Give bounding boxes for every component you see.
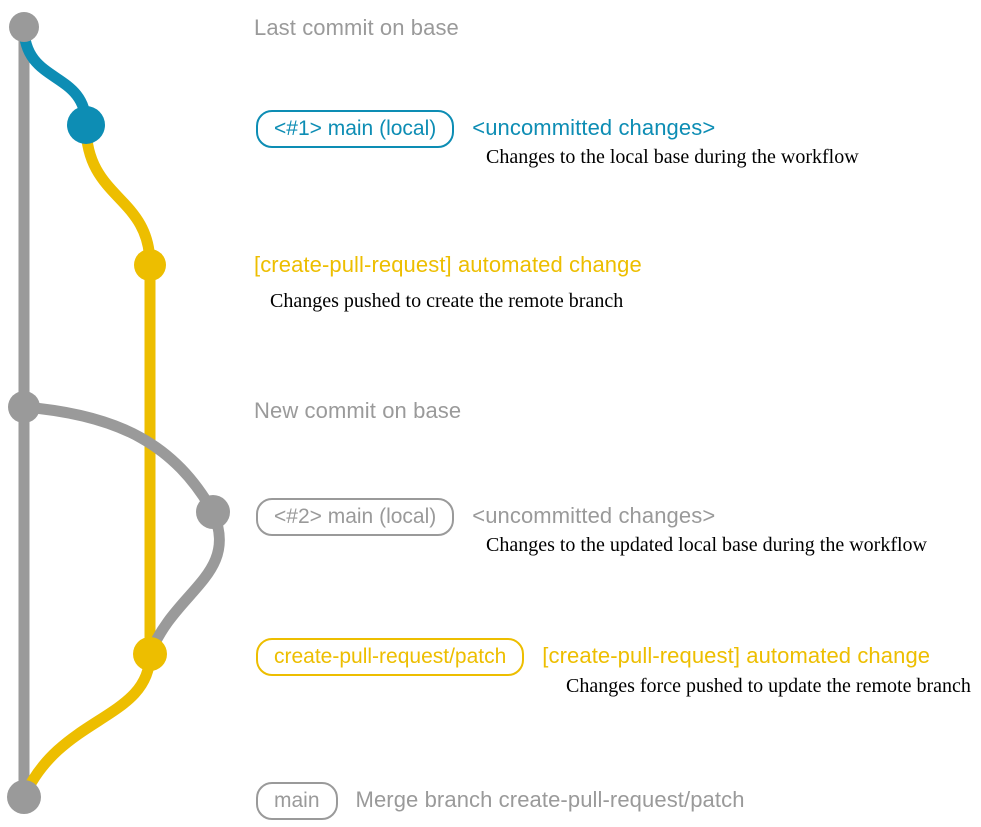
base-note-label: Last commit on base	[254, 15, 459, 40]
row-last-commit-on-base: Last commit on base	[254, 15, 459, 41]
commit-subject-merge: Merge branch create-pull-request/patch	[355, 787, 745, 812]
node-base-new[interactable]	[8, 391, 40, 423]
node-patch-2[interactable]	[133, 637, 167, 671]
commit-subject-local-2: <uncommitted changes>	[472, 503, 716, 528]
edge-local1-to-patch	[80, 119, 156, 660]
row-merge: main Merge branch create-pull-request/pa…	[256, 782, 745, 820]
node-base-head[interactable]	[9, 12, 39, 42]
edge-base-to-local2-to-patch2	[18, 401, 225, 660]
commit-description-local-1: Changes to the local base during the wor…	[486, 146, 859, 168]
row-patch-create: [create-pull-request] automated change	[254, 254, 642, 276]
ref-chip-main-local-1[interactable]: <#1> main (local)	[256, 110, 460, 148]
ref-chip-create-pull-request-patch[interactable]: create-pull-request/patch	[256, 638, 530, 676]
commit-subject-patch-update: [create-pull-request] automated change	[542, 643, 931, 668]
commit-subject-patch-create: [create-pull-request] automated change	[254, 252, 642, 277]
ref-chip-main-local-2[interactable]: <#2> main (local)	[256, 498, 460, 536]
row-patch-update: create-pull-request/patch [create-pull-r…	[256, 638, 930, 676]
edge-patch2-merge	[18, 648, 156, 803]
node-patch-1[interactable]	[134, 249, 166, 281]
commit-description-patch-create: Changes pushed to create the remote bran…	[270, 290, 624, 312]
row-local-1: <#1> main (local) <uncommitted changes>	[256, 110, 715, 148]
commit-description-local-2: Changes to the updated local base during…	[486, 534, 927, 556]
base-note-label-2: New commit on base	[254, 398, 462, 423]
commit-description-patch-update: Changes force pushed to update the remot…	[566, 675, 971, 697]
commit-subject-local-1: <uncommitted changes>	[472, 115, 716, 140]
node-local-2[interactable]	[196, 495, 230, 529]
row-new-commit-on-base: New commit on base	[254, 398, 461, 424]
row-local-2: <#2> main (local) <uncommitted changes>	[256, 498, 715, 536]
ref-chip-main[interactable]: main	[256, 782, 343, 820]
node-merge[interactable]	[7, 780, 41, 814]
node-local-1[interactable]	[67, 106, 105, 144]
